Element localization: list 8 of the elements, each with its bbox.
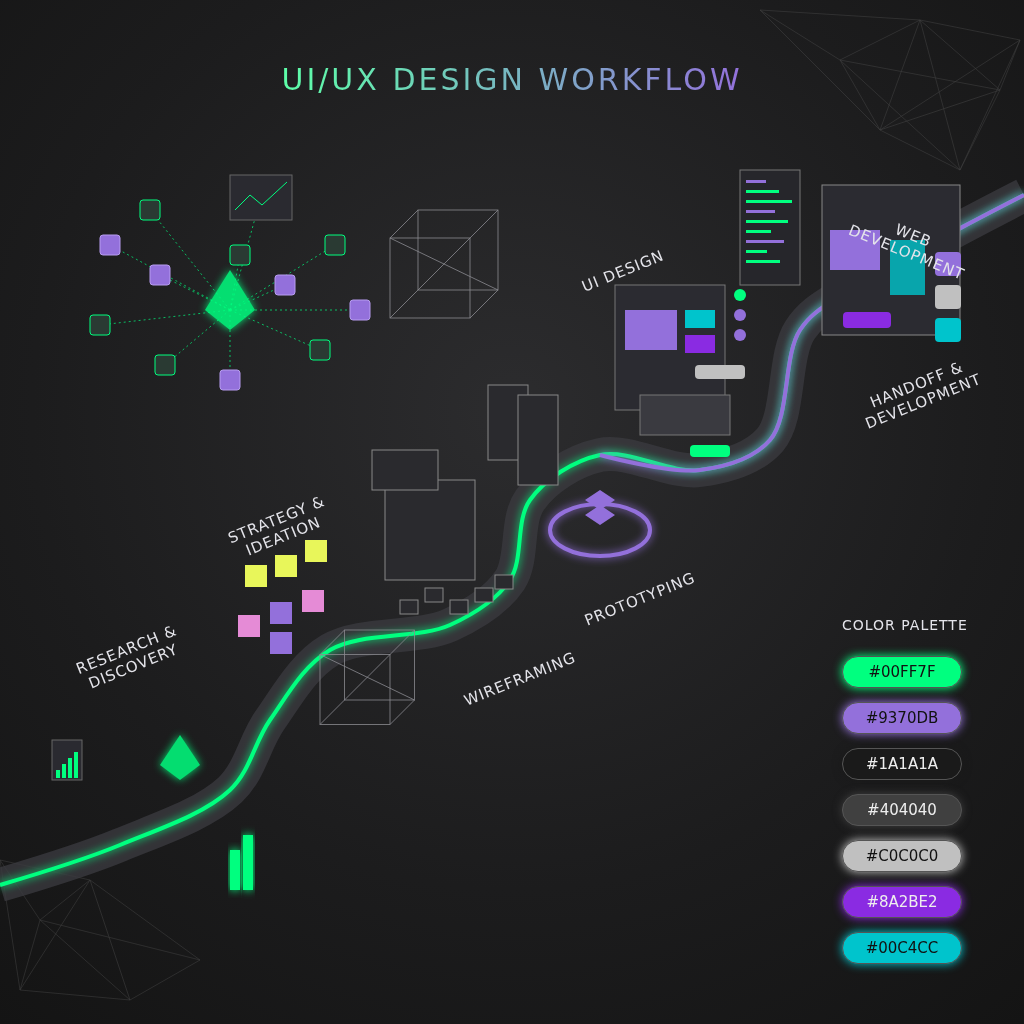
color-swatch: #00C4CC: [842, 932, 962, 964]
palette-heading: COLOR PALETTE: [842, 617, 969, 634]
color-swatch: #00FF7F: [842, 656, 962, 688]
color-swatch: #1A1A1A: [842, 748, 962, 780]
color-swatch: #8A2BE2: [842, 886, 962, 918]
color-swatch: #9370DB: [842, 702, 962, 734]
color-swatch: #C0C0C0: [842, 840, 962, 872]
color-swatch: #404040: [842, 794, 962, 826]
